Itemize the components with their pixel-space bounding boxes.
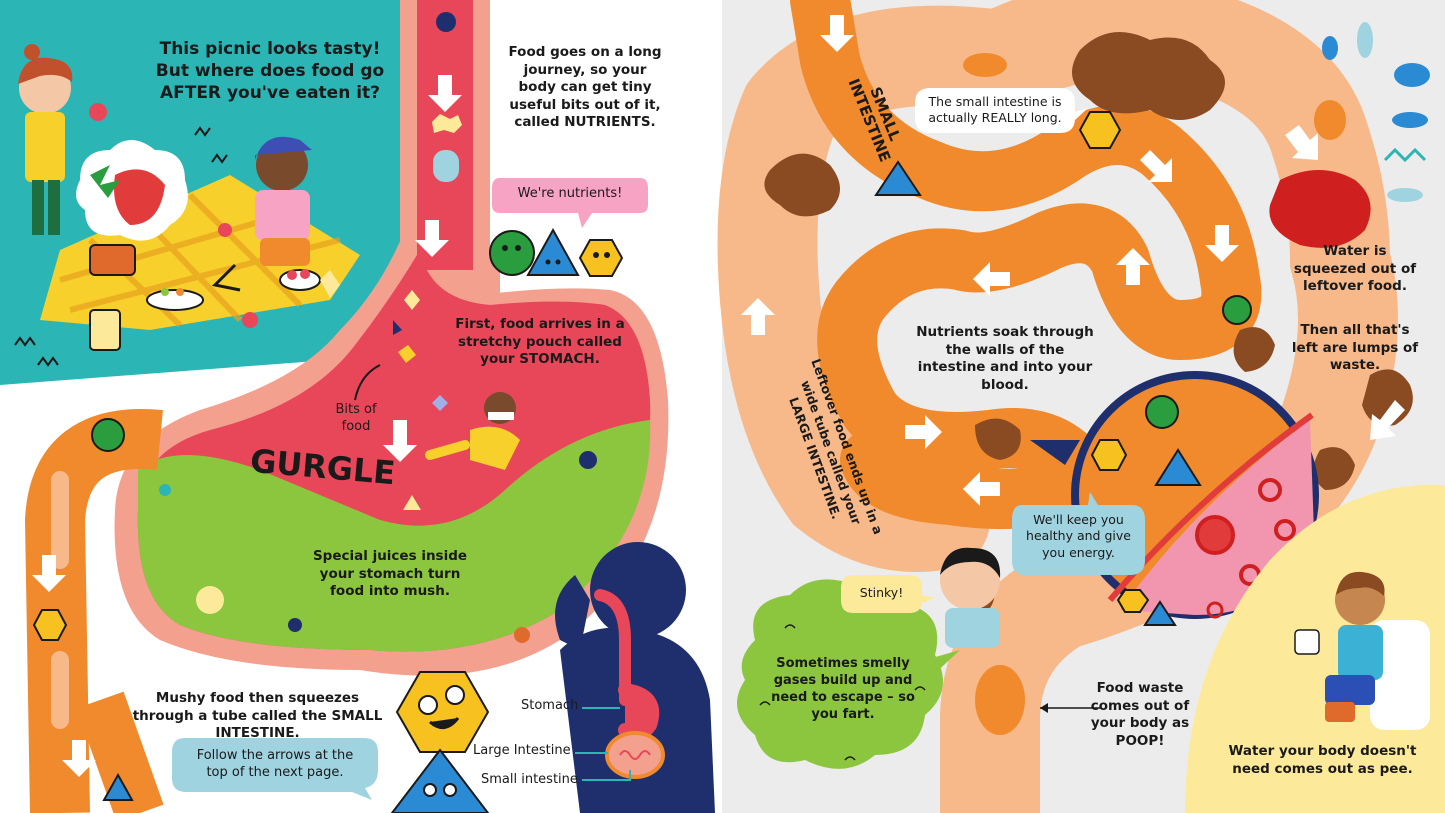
- energy-bubble: [1012, 492, 1145, 575]
- long-bubble: [915, 88, 1088, 133]
- nutrients-bubble-text: We're nutrients!: [517, 186, 623, 201]
- small-intestine-label: Small intestine: [481, 772, 578, 787]
- large-intestine-outline: [940, 0, 1398, 813]
- stomach-label: Stomach: [521, 698, 579, 713]
- poop-brown-lumps-orange: [963, 53, 1346, 735]
- magnifier-pointer: [1030, 440, 1080, 465]
- strawberry-thought: [76, 140, 188, 241]
- waste-text: Then all that's left are lumps of waste.: [1291, 322, 1419, 374]
- girl-character: [18, 44, 107, 235]
- toilet-girl: [1294, 571, 1430, 730]
- nutrient-characters: [489, 227, 624, 277]
- poop-text: Food waste comes out of your body as POO…: [1090, 680, 1190, 749]
- laughing-child: [940, 547, 1001, 648]
- flow-arrows-right: [741, 15, 1405, 506]
- zigzag-marks: [14, 126, 228, 367]
- bits-pointer: [354, 364, 381, 401]
- arrows-bubble: [172, 738, 378, 800]
- arrows-bubble-text: Follow the arrows at the top of the next…: [196, 748, 354, 780]
- journey-text: Food goes on a long journey, so your bod…: [508, 44, 662, 131]
- gases-text: Sometimes smelly gases build up and need…: [771, 656, 915, 722]
- body-silhouette: [555, 542, 715, 813]
- water-text: Water is squeezed out of leftover food.: [1293, 243, 1417, 295]
- stinky-bubble: [841, 575, 935, 613]
- energy-bubble-text: We'll keep you healthy and give you ener…: [1026, 512, 1131, 560]
- large-intestine-label: Large Intestine: [473, 743, 571, 758]
- flow-arrows-left: [32, 75, 462, 777]
- body-label-lines: [575, 707, 631, 781]
- intestine-characters: [874, 111, 1252, 325]
- big-nutrient-characters: [390, 671, 490, 813]
- nutrients-bubble: [492, 178, 648, 228]
- picnic-food: [89, 223, 321, 351]
- long-bubble-text: The small intestine is actually REALLY l…: [928, 94, 1062, 126]
- surfing-boy: [425, 392, 520, 470]
- fart-cloud-tail: [925, 650, 960, 678]
- nutrients-soak-text: Nutrients soak through the walls of the …: [916, 324, 1094, 393]
- water-blob: [1269, 170, 1371, 248]
- tube-characters-left: [32, 418, 134, 801]
- small-intestine-text: Mushy food then squeezes through a tube …: [132, 690, 383, 742]
- stomach-juices: [137, 420, 651, 652]
- water-drops: [1322, 22, 1430, 202]
- food-bits: [393, 12, 462, 363]
- stinky-bubble-text: Stinky!: [859, 585, 904, 600]
- intro-text: This picnic looks tasty! But where does …: [155, 39, 385, 104]
- fart-cloud: [737, 579, 943, 769]
- juices-text: Special juices inside your stomach turn …: [312, 548, 468, 600]
- stomach-text: First, food arrives in a stretchy pouch …: [455, 316, 625, 368]
- bits-of-food-label: Bits of food: [335, 402, 377, 434]
- pee-text: Water your body doesn't need comes out a…: [1228, 743, 1417, 777]
- boy-character: [211, 136, 312, 292]
- juice-shapes: [159, 270, 597, 643]
